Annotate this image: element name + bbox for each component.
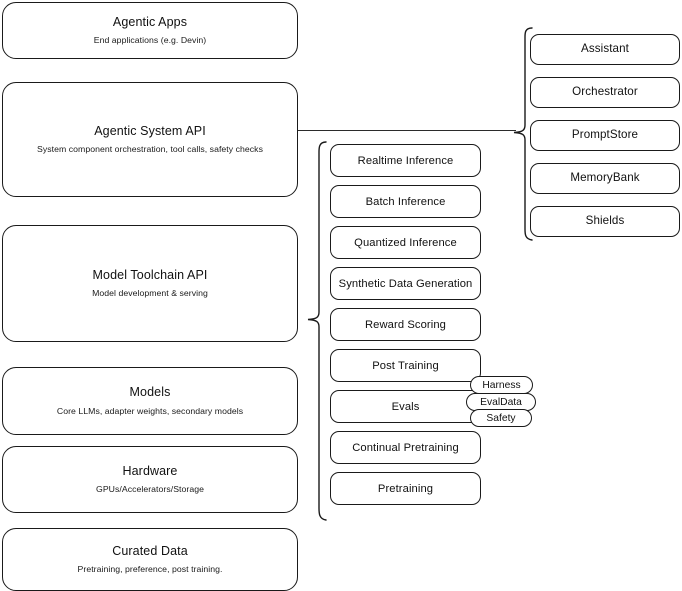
- toolchain-item-pretraining[interactable]: Pretraining: [330, 472, 481, 505]
- evals-subitem-safety[interactable]: Safety: [470, 409, 532, 427]
- system-component-promptstore[interactable]: PromptStore: [530, 120, 680, 151]
- layer-agentic-system-api[interactable]: Agentic System API System component orch…: [2, 82, 298, 197]
- toolchain-item-batch-inference[interactable]: Batch Inference: [330, 185, 481, 218]
- brace-toolchain: [306, 140, 328, 522]
- layer-subtitle: GPUs/Accelerators/Storage: [96, 484, 204, 495]
- layer-subtitle: Pretraining, preference, post training.: [77, 564, 223, 575]
- toolchain-item-synthetic-data-generation[interactable]: Synthetic Data Generation: [330, 267, 481, 300]
- layer-title: Model Toolchain API: [92, 267, 208, 282]
- brace-system-components: [512, 26, 534, 242]
- toolchain-item-label: Continual Pretraining: [352, 441, 459, 454]
- toolchain-item-continual-pretraining[interactable]: Continual Pretraining: [330, 431, 481, 464]
- toolchain-item-quantized-inference[interactable]: Quantized Inference: [330, 226, 481, 259]
- system-component-label: MemoryBank: [570, 171, 640, 185]
- layer-title: Models: [129, 385, 171, 400]
- system-component-label: PromptStore: [571, 128, 639, 142]
- layer-subtitle: Model development & serving: [92, 288, 208, 299]
- connector-system-api-to-components: [298, 130, 516, 131]
- layer-title: Curated Data: [112, 543, 188, 558]
- toolchain-item-label: Post Training: [372, 359, 439, 372]
- system-component-shields[interactable]: Shields: [530, 206, 680, 237]
- system-component-assistant[interactable]: Assistant: [530, 34, 680, 65]
- layer-subtitle: Core LLMs, adapter weights, secondary mo…: [56, 405, 244, 416]
- layer-model-toolchain-api[interactable]: Model Toolchain API Model development & …: [2, 225, 298, 342]
- layer-agentic-apps[interactable]: Agentic Apps End applications (e.g. Devi…: [2, 2, 298, 59]
- toolchain-item-realtime-inference[interactable]: Realtime Inference: [330, 144, 481, 177]
- layer-hardware[interactable]: Hardware GPUs/Accelerators/Storage: [2, 446, 298, 513]
- toolchain-item-label: Batch Inference: [365, 195, 446, 208]
- toolchain-item-label: Reward Scoring: [365, 318, 446, 331]
- toolchain-item-reward-scoring[interactable]: Reward Scoring: [330, 308, 481, 341]
- toolchain-item-post-training[interactable]: Post Training: [330, 349, 481, 382]
- layer-curated-data[interactable]: Curated Data Pretraining, preference, po…: [2, 528, 298, 591]
- evals-subitem-label: Harness: [482, 379, 521, 391]
- system-component-orchestrator[interactable]: Orchestrator: [530, 77, 680, 108]
- evals-subitem-harness[interactable]: Harness: [470, 376, 533, 394]
- layer-title: Agentic Apps: [112, 14, 188, 29]
- toolchain-item-label: Quantized Inference: [354, 236, 457, 249]
- layer-subtitle: System component orchestration, tool cal…: [37, 144, 263, 155]
- layer-title: Agentic System API: [94, 123, 206, 138]
- layer-subtitle: End applications (e.g. Devin): [93, 35, 207, 46]
- evals-subitem-label: Safety: [486, 412, 516, 424]
- toolchain-item-label: Evals: [391, 400, 420, 413]
- system-component-label: Orchestrator: [572, 85, 638, 99]
- toolchain-item-label: Synthetic Data Generation: [338, 277, 473, 290]
- toolchain-item-evals[interactable]: Evals: [330, 390, 481, 423]
- system-component-memorybank[interactable]: MemoryBank: [530, 163, 680, 194]
- system-component-label: Shields: [585, 214, 625, 228]
- toolchain-item-label: Realtime Inference: [357, 154, 454, 167]
- layer-title: Hardware: [122, 463, 178, 478]
- evals-subitem-label: EvalData: [480, 396, 522, 408]
- system-component-label: Assistant: [581, 42, 629, 56]
- layer-models[interactable]: Models Core LLMs, adapter weights, secon…: [2, 367, 298, 435]
- toolchain-item-label: Pretraining: [377, 482, 434, 495]
